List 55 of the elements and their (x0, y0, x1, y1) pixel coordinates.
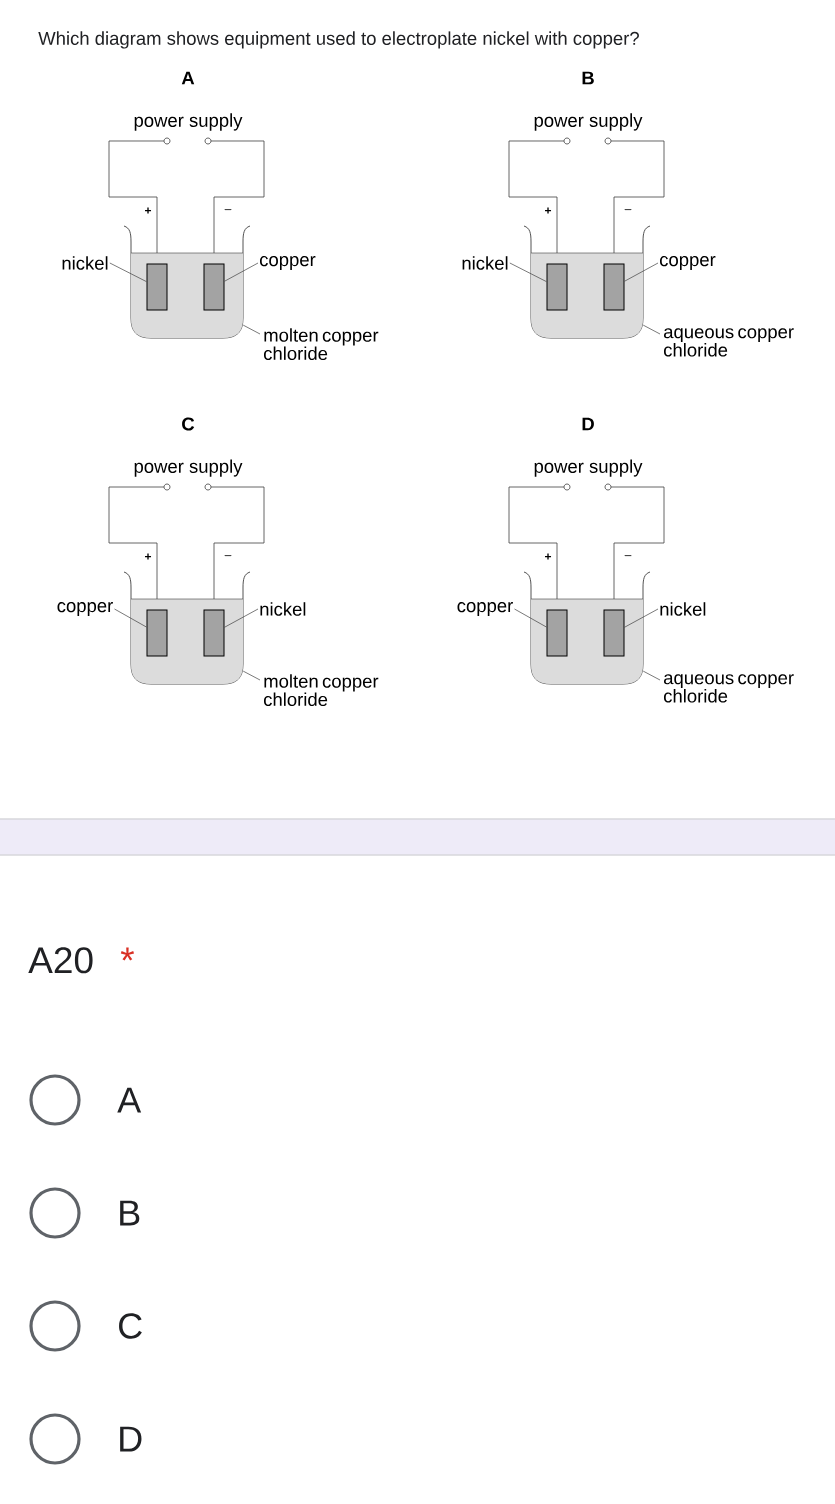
polarity-sign: + (545, 207, 552, 214)
electrode (546, 609, 568, 657)
panel-letter: A (181, 71, 195, 85)
polarity-sign: + (145, 553, 151, 560)
part-label: copper (57, 602, 113, 616)
electrode (546, 263, 568, 311)
panel-letter: B (582, 71, 594, 85)
question-text: Which diagram shows equipment used to electroplate nickel with copper? (38, 31, 639, 49)
leader-line (242, 324, 261, 335)
part-label: nickel (260, 602, 306, 616)
part-label: nickel (462, 256, 508, 270)
electrode (603, 609, 625, 657)
electrode (203, 263, 225, 311)
polarity-sign: – (224, 555, 232, 557)
leader-line (224, 262, 259, 282)
leader-line (114, 608, 147, 628)
electrode (146, 263, 168, 311)
required-asterisk: * (120, 947, 134, 961)
polarity-sign: + (545, 553, 552, 560)
power-supply-label: power supply (534, 459, 643, 477)
leader-line (624, 262, 659, 282)
leader-line (224, 608, 259, 628)
leader-line (642, 670, 661, 681)
polarity-sign: + (145, 207, 151, 214)
part-label: copper (457, 602, 513, 616)
power-supply-label: power supply (134, 113, 243, 131)
leader-line (242, 670, 261, 681)
leader-line (514, 608, 547, 628)
part-label: copper (260, 256, 316, 270)
power-supply-label: power supply (534, 113, 643, 131)
option-label: B (120, 1200, 140, 1226)
option-label: D (120, 1426, 142, 1452)
part-label: nickel (660, 602, 706, 616)
electrode (146, 609, 168, 657)
leader-line (509, 262, 547, 282)
electrode (203, 609, 225, 657)
leader-line (642, 324, 661, 335)
part-label: molten copper chloride (264, 674, 379, 707)
polarity-sign: – (624, 209, 632, 211)
leader-line (109, 262, 147, 282)
leader-line (624, 608, 659, 628)
power-supply-label: power supply (134, 459, 243, 477)
electrode (603, 263, 625, 311)
option-label: A (117, 1087, 142, 1113)
part-label: nickel (62, 256, 108, 270)
question-number: A20 (28, 947, 93, 974)
part-label: copper (660, 256, 716, 270)
panel-letter: C (182, 417, 195, 431)
part-label: molten copper chloride (264, 328, 379, 361)
option-label: C (119, 1313, 142, 1339)
part-label: aqueous copper chloride (664, 328, 794, 357)
part-label: aqueous copper chloride (664, 674, 794, 703)
polarity-sign: – (624, 555, 632, 557)
panel-letter: D (582, 417, 594, 431)
polarity-sign: – (224, 209, 232, 211)
